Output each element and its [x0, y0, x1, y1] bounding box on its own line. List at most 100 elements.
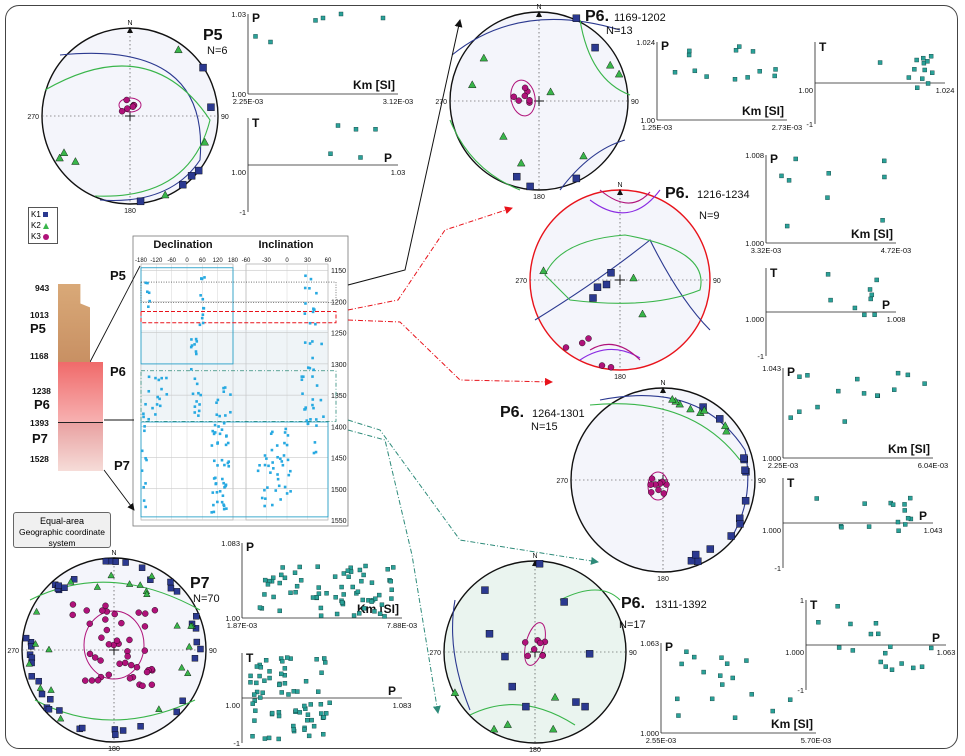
scatter-point	[878, 659, 884, 665]
log-point	[144, 402, 147, 406]
k3-circle-mark	[82, 677, 89, 684]
log-point	[155, 403, 159, 406]
scatter-point	[902, 502, 907, 507]
site-p6c-range: 1264-1301	[532, 408, 585, 420]
k1-square-mark	[560, 598, 568, 606]
log-point	[314, 322, 317, 326]
scatter-point	[793, 156, 798, 162]
scatter-point	[848, 621, 853, 627]
confidence-ellipse	[451, 599, 471, 711]
log-point	[312, 406, 315, 410]
scatter-point	[291, 727, 297, 732]
origin-tick: 1.00	[798, 86, 813, 95]
site-p6c-name: P6.	[500, 404, 524, 421]
log-point	[147, 389, 151, 393]
k1-square-mark	[485, 630, 494, 638]
k3-circle-mark	[124, 653, 131, 660]
scatter-point	[709, 696, 715, 702]
k2-triangle-mark	[71, 157, 80, 165]
inclination-tick: -60	[242, 258, 251, 264]
declination-tick: 180	[228, 258, 239, 264]
scatter-point	[372, 609, 377, 614]
x-axis-label: P	[384, 151, 392, 165]
log-point	[193, 411, 197, 414]
site-p6b-count: N=9	[699, 210, 720, 222]
log-point	[160, 387, 163, 391]
log-point	[267, 464, 270, 468]
scatter-point	[797, 409, 802, 414]
declination-tick: -120	[150, 258, 163, 264]
scatter-point	[258, 665, 264, 670]
log-point	[227, 460, 231, 463]
log-point	[198, 403, 201, 406]
log-point	[309, 418, 312, 421]
p6d-interval-box	[140, 370, 337, 422]
k3-circle-mark	[139, 682, 146, 690]
log-zone-p6: P6	[110, 364, 126, 379]
k3-circle-mark	[121, 659, 129, 667]
scatter-point	[318, 613, 324, 618]
k3-circle-mark	[562, 344, 570, 351]
scatter-point	[257, 673, 262, 679]
log-point	[224, 484, 227, 488]
north-label: N	[660, 380, 665, 387]
origin-tick: 1.000	[745, 315, 764, 324]
k1-square-mark	[572, 698, 580, 706]
k1-square-mark	[740, 454, 748, 462]
log-point	[212, 510, 216, 514]
log-point	[266, 486, 269, 489]
k2-triangle-mark	[184, 669, 192, 676]
scatter-point	[316, 689, 321, 694]
log-point	[283, 431, 287, 434]
east-label: 90	[758, 478, 766, 485]
k3-circle-mark	[579, 339, 586, 347]
site-p6d-count: N=17	[619, 619, 646, 631]
scatter-point	[258, 695, 263, 700]
scatter-point	[355, 589, 361, 594]
scatter-point	[308, 702, 313, 707]
core-depth-1238: 1238	[32, 386, 51, 396]
scatter-point	[684, 649, 689, 655]
k3-circle-mark	[530, 646, 538, 653]
log-point	[218, 432, 222, 436]
log-point	[285, 492, 289, 495]
log-point	[313, 308, 316, 311]
circle-icon	[42, 233, 49, 240]
scatter-point	[324, 591, 329, 596]
y-top-tick: 1.008	[745, 151, 764, 160]
k2-triangle-mark	[67, 577, 75, 585]
depth-tick: 1150	[331, 268, 346, 275]
k2-triangle-mark	[178, 663, 186, 671]
log-point	[157, 378, 161, 382]
y-top-tick: 1.03	[231, 10, 246, 19]
scatter-point	[369, 599, 374, 604]
scatter-point	[293, 708, 298, 713]
k3-circle-mark	[118, 108, 126, 115]
log-point	[311, 403, 314, 407]
log-point	[146, 281, 149, 285]
k3-circle-mark	[148, 681, 156, 688]
scatter-point	[253, 34, 258, 39]
x-right-tick: 4.72E-03	[881, 246, 911, 255]
k3-confidence-ellipse	[118, 97, 142, 113]
scatter-point	[373, 596, 378, 601]
k2-triangle-mark	[638, 309, 647, 318]
x-axis-label: P	[388, 684, 396, 698]
log-point	[285, 443, 289, 447]
x-right-tick: 1.063	[937, 648, 956, 657]
k2-triangle-mark	[173, 621, 181, 629]
y-axis-label: P	[252, 11, 260, 25]
scatter-point	[263, 658, 269, 663]
k2-triangle-mark	[200, 137, 209, 146]
core-depth-1168: 1168	[30, 351, 49, 361]
depth-tick: 1400	[331, 424, 347, 431]
log-point	[142, 415, 145, 419]
scatter-point	[267, 675, 272, 681]
depth-tick: 1200	[331, 299, 347, 306]
scatter-point	[248, 680, 253, 685]
scatter-point	[889, 667, 895, 672]
